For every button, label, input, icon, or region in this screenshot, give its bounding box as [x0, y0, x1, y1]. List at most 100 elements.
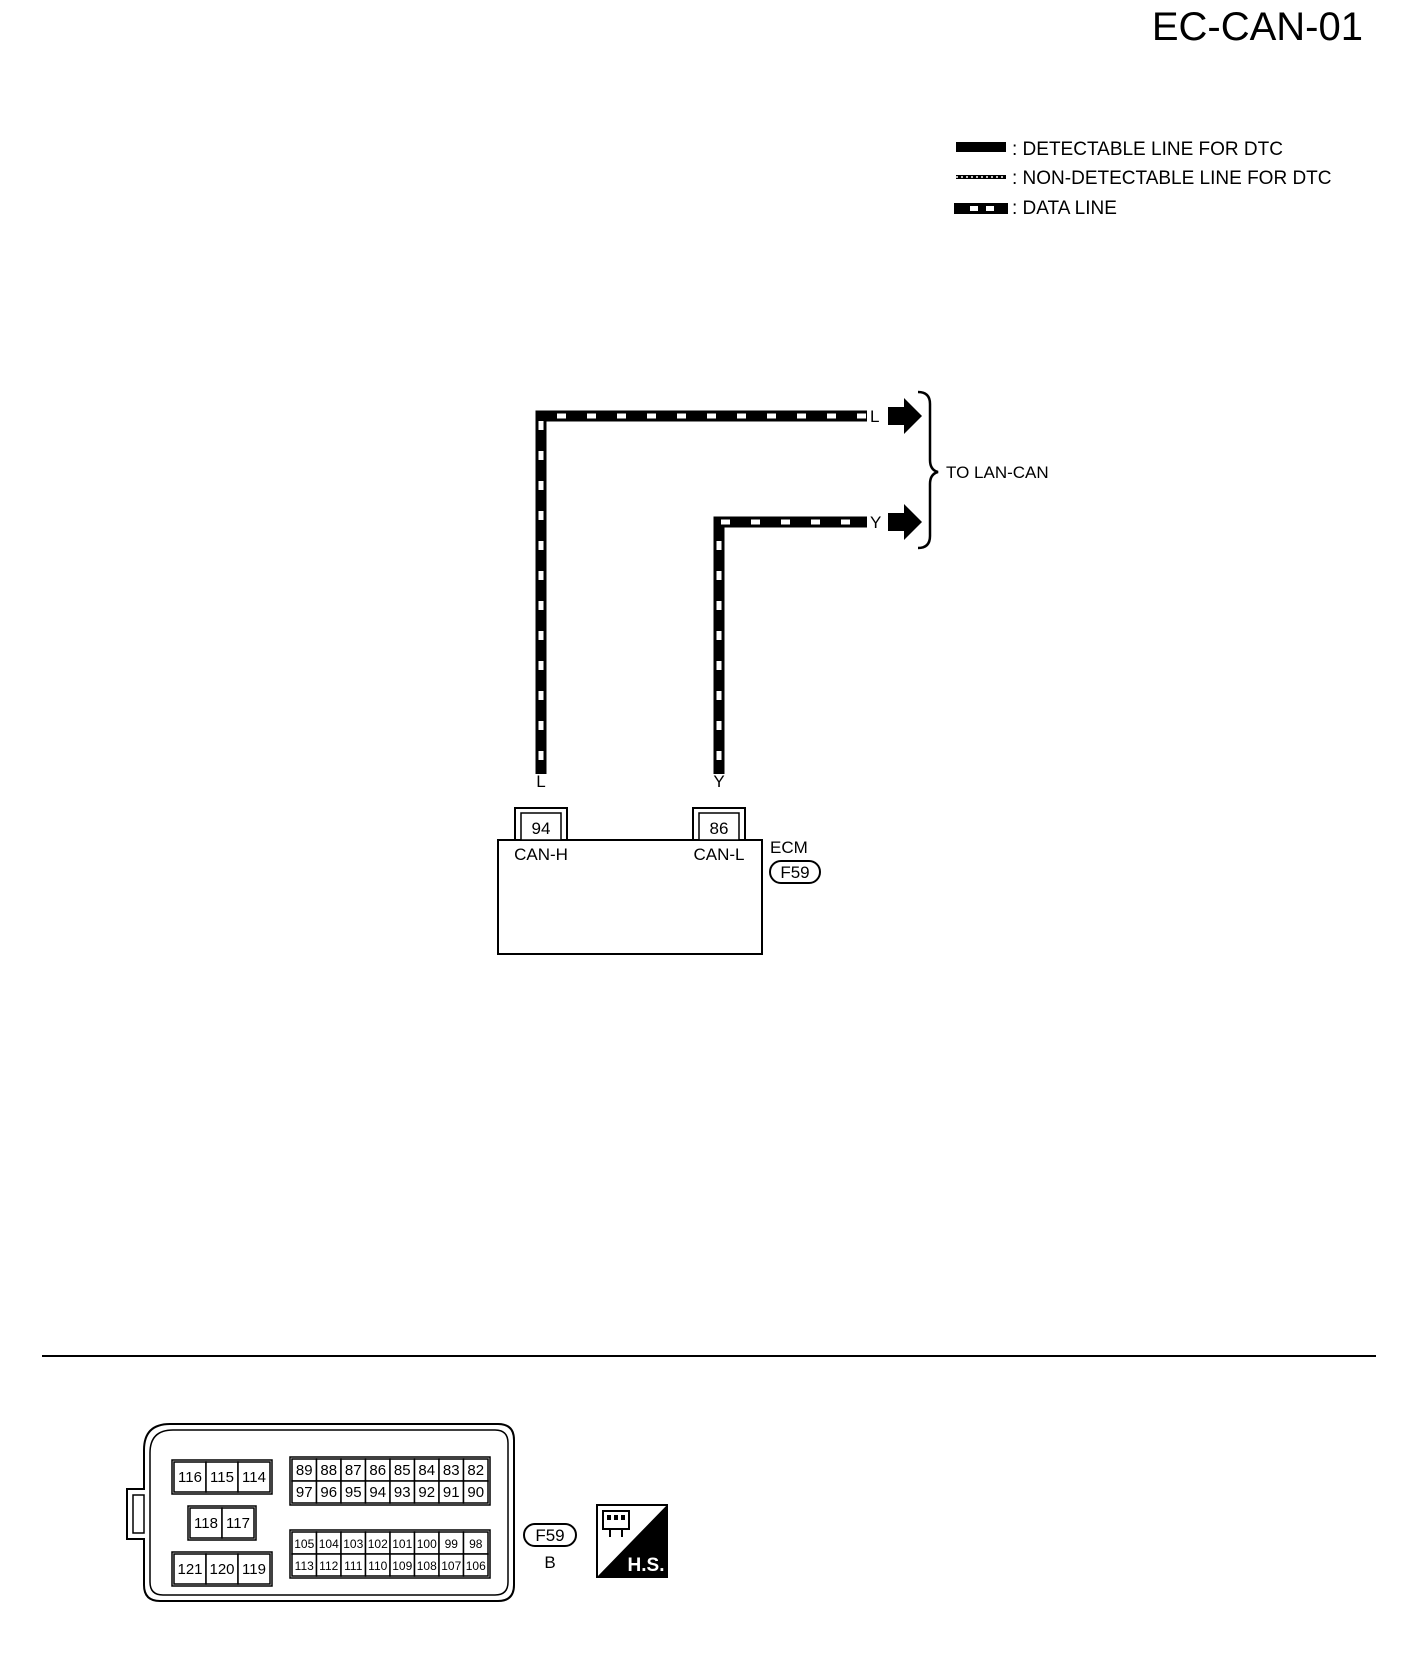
diagram-id: EC-CAN-01 [1152, 5, 1363, 49]
connector-face-id: F59 [535, 1526, 564, 1545]
connector-cavity [462, 1553, 489, 1577]
connector-cavity-number: 93 [394, 1484, 411, 1501]
connector-cavity-number: 83 [443, 1462, 460, 1479]
connector-cavity [462, 1480, 489, 1504]
connector-cavity-number: 117 [226, 1515, 250, 1532]
wire-y-outline [713, 516, 867, 760]
connector-cavity-number: 95 [345, 1484, 362, 1501]
connector-cavity-number: 89 [296, 1462, 313, 1479]
legend-data-line-gap-2 [986, 206, 994, 211]
legend-data-line-gap-1 [970, 206, 978, 211]
connector-cavity-number: 97 [296, 1484, 313, 1501]
legend-solid-line-swatch [956, 142, 1006, 152]
wire-l-outline [535, 410, 867, 760]
curly-brace-icon [917, 390, 939, 550]
connector-plug-icon [602, 1510, 630, 1537]
connector-cavity-number: 86 [369, 1462, 386, 1479]
connector-cavity-number: 103 [343, 1537, 363, 1551]
connector-cavity-number: 82 [467, 1462, 484, 1479]
legend-data-line-label: : DATA LINE [1012, 198, 1117, 219]
ecm-pin-94-signal: CAN-H [514, 845, 568, 864]
arrow-right-icon [888, 504, 922, 540]
connector-cavity-number: 100 [417, 1537, 437, 1551]
connector-face-color-code: B [544, 1553, 555, 1572]
wire-l-can-h: L L [535, 398, 922, 791]
connector-cavity-number: 107 [441, 1559, 461, 1573]
connector-cavity [221, 1507, 255, 1539]
wire-l-end-label: L [870, 407, 879, 426]
harness-side-badge: H.S. [596, 1504, 668, 1578]
legend-nondetectable-label: : NON-DETECTABLE LINE FOR DTC [1012, 168, 1332, 189]
wire-y-color-label: Y [713, 772, 724, 791]
ecm-pin-86-number: 86 [710, 819, 729, 838]
connector-left-cavities: 116 115 114 118 117 121 120 119 [171, 1459, 273, 1587]
ecm-name: ECM [770, 838, 808, 857]
connector-cavity-number: 110 [368, 1559, 387, 1573]
connector-cavity-number: 121 [177, 1561, 202, 1578]
connector-cavity-number: 85 [394, 1462, 411, 1479]
connector-cavity-number: 104 [319, 1537, 339, 1551]
connector-cavity-number: 115 [210, 1469, 234, 1486]
connector-cavity-number: 99 [445, 1537, 459, 1551]
connector-cavity-number: 102 [368, 1537, 388, 1551]
connector-cavity-number: 92 [418, 1484, 435, 1501]
ecm-connector-tag [769, 860, 821, 884]
connector-cavity [237, 1553, 271, 1585]
connector-cavity-number: 109 [392, 1559, 412, 1573]
connector-cavity-number: 94 [369, 1484, 386, 1501]
wire-y-data-pattern [716, 519, 867, 760]
hs-badge-label: H.S. [628, 1555, 665, 1576]
hs-badge-diagonal [597, 1505, 667, 1577]
wire-l-data-pattern [538, 413, 867, 760]
connector-cavity-number: 96 [320, 1484, 337, 1501]
connector-cavity-number: 116 [178, 1469, 202, 1486]
destination-brace: TO LAN-CAN [917, 390, 1049, 550]
connector-cavity-number: 118 [194, 1515, 218, 1532]
wire-y-end-label: Y [870, 513, 881, 532]
connector-cavity-number: 101 [392, 1537, 412, 1551]
connector-cavity-number: 90 [467, 1484, 484, 1501]
connector-cavity-number: 108 [417, 1559, 437, 1573]
ecm-pin-86-signal: CAN-L [693, 845, 744, 864]
connector-cavity [237, 1461, 271, 1493]
connector-cavity-number: 91 [443, 1484, 460, 1501]
ecm-pin-86-box [698, 812, 740, 841]
ecm-box [497, 839, 763, 955]
connector-cavity-group [289, 1456, 491, 1506]
connector-right-cavities: 89 88 87 86 85 84 83 82 97 96 95 94 93 92 91 90 105 104 10… [289, 1456, 491, 1579]
connector-cavity-number: 87 [345, 1462, 362, 1479]
legend-data-line-swatch [954, 203, 1008, 214]
connector-cavity-number: 98 [469, 1537, 483, 1551]
ecm-pin-94-box [520, 812, 562, 841]
ecm-pin-94-number: 94 [532, 819, 551, 838]
destination-label: TO LAN-CAN [946, 463, 1049, 482]
connector-cavity-number: 120 [209, 1561, 234, 1578]
connector-cavity-group [171, 1551, 273, 1587]
connector-cavity [173, 1553, 207, 1585]
ecm-connector-id: F59 [780, 863, 809, 882]
ecm-unit: 94 CAN-H 86 CAN-L ECM F59 [497, 807, 821, 955]
legend: : DETECTABLE LINE FOR DTC : NON-DETECTAB… [954, 139, 1332, 219]
connector-cavity-group [289, 1529, 491, 1579]
connector-cavity-group [171, 1459, 273, 1495]
connector-face-tag [523, 1523, 577, 1547]
arrow-right-icon [888, 398, 922, 434]
connector-inner-shell [149, 1429, 509, 1596]
connector-cavity [205, 1553, 239, 1585]
connector-latch [132, 1494, 145, 1534]
connector-cavity-number: 111 [344, 1559, 363, 1573]
connector-cavity-number: 106 [466, 1559, 486, 1573]
connector-cavity-number: 119 [242, 1561, 266, 1578]
wire-y-can-l: Y Y [713, 504, 922, 791]
connector-cavity-number: 84 [418, 1462, 435, 1479]
connector-cavity-number: 88 [320, 1462, 337, 1479]
connector-cavity-number: 112 [319, 1559, 338, 1573]
connector-cavity-group [187, 1505, 257, 1541]
legend-detectable-label: : DETECTABLE LINE FOR DTC [1012, 139, 1283, 160]
connector-cavity-number: 114 [242, 1469, 266, 1486]
connector-cavity-number: 113 [295, 1559, 314, 1573]
wire-l-color-label: L [536, 772, 545, 791]
connector-cavity-number: 105 [294, 1537, 314, 1551]
